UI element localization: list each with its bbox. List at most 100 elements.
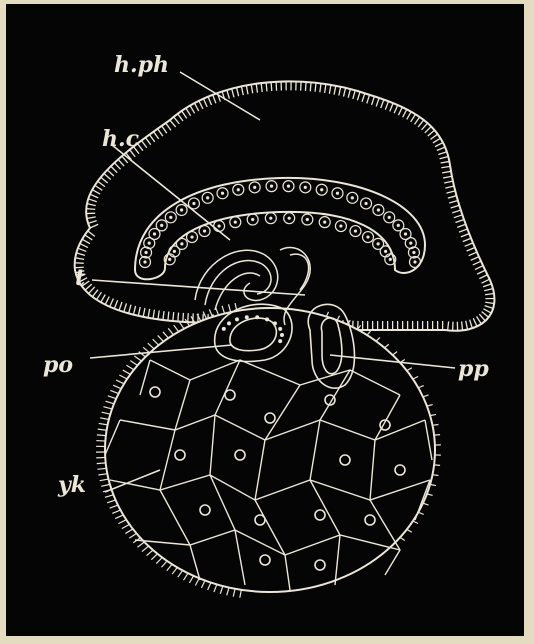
cell-nucleus (287, 185, 290, 188)
cell-nucleus (366, 235, 369, 238)
cilium (161, 561, 167, 567)
cilium (112, 510, 120, 513)
cell-nucleus (221, 192, 224, 195)
cilium (126, 365, 133, 370)
label-t: t (75, 265, 85, 291)
cell-nucleus (144, 251, 147, 254)
cilium (393, 352, 397, 355)
cilium (134, 356, 141, 361)
cilium (148, 343, 154, 349)
cell-nucleus (255, 315, 259, 319)
cilium (97, 435, 106, 436)
cell-nucleus (306, 218, 309, 221)
cilium (423, 503, 429, 505)
cilium (167, 564, 172, 570)
cilium (305, 82, 306, 91)
cilium (86, 209, 95, 210)
cell-nucleus (377, 208, 380, 211)
cell-nucleus (364, 202, 367, 205)
cilium (153, 339, 159, 345)
cilium (105, 401, 114, 404)
cilium (418, 386, 423, 388)
cell-nucleus (245, 315, 249, 319)
cell-nucleus (384, 250, 387, 253)
cilium (116, 380, 124, 384)
cell-nucleus (404, 232, 407, 235)
cilium (115, 515, 123, 519)
cilium (413, 377, 418, 380)
cilium (240, 590, 242, 598)
cell-nucleus (234, 221, 237, 224)
cell-nucleus (409, 241, 412, 244)
cilium (174, 325, 179, 332)
cell-nucleus (389, 258, 392, 261)
cilium (310, 82, 311, 91)
cell-nucleus (190, 235, 193, 238)
cilium (102, 412, 111, 414)
cilium (413, 521, 418, 524)
cilium (96, 441, 105, 442)
cell-nucleus (278, 339, 282, 343)
cilium (208, 583, 211, 590)
cilium (220, 586, 223, 594)
cilium (227, 588, 229, 596)
cilium (129, 533, 136, 538)
cilium (156, 557, 162, 563)
cilium (137, 542, 144, 547)
cilium (407, 529, 412, 532)
cilium (178, 570, 183, 577)
cilium (367, 331, 371, 335)
cell-nucleus (412, 251, 415, 254)
label-pp: pp (458, 356, 489, 382)
cilium (183, 313, 184, 322)
cell-nucleus (235, 317, 239, 321)
cell-nucleus (206, 196, 209, 199)
cilium (173, 312, 174, 321)
cell-nucleus (227, 321, 231, 325)
cilium (385, 344, 389, 348)
cell-nucleus (354, 229, 357, 232)
cell-nucleus (237, 188, 240, 191)
cilium (233, 589, 235, 597)
cell-nucleus (323, 221, 326, 224)
label-hc: h.c (102, 126, 140, 152)
cell-nucleus (253, 186, 256, 189)
cell-nucleus (251, 218, 254, 221)
cilium (400, 537, 405, 540)
cilium (201, 581, 205, 588)
cilium (142, 546, 149, 551)
cell-nucleus (173, 250, 176, 253)
cell-nucleus (168, 258, 171, 261)
cilium (427, 494, 433, 496)
cilium (195, 578, 199, 585)
cilium (123, 370, 131, 374)
cilium (130, 361, 137, 366)
cilium (179, 322, 184, 329)
cilium (119, 375, 127, 379)
cilium (430, 484, 436, 485)
cilium (214, 584, 217, 592)
cilium (423, 395, 429, 397)
cilium (172, 567, 177, 574)
cell-nucleus (397, 224, 400, 227)
cell-nucleus (339, 224, 342, 227)
cilium (101, 484, 110, 486)
cilium (99, 423, 108, 424)
cell-nucleus (169, 216, 172, 219)
label-po: po (43, 352, 73, 378)
cilium (98, 474, 107, 475)
cilium (75, 263, 84, 264)
cilium (110, 505, 118, 508)
cell-nucleus (273, 321, 277, 325)
cilium (168, 328, 173, 334)
cell-nucleus (203, 229, 206, 232)
cilium (100, 418, 109, 420)
cilium (434, 435, 440, 436)
cell-nucleus (336, 192, 339, 195)
cell-nucleus (280, 333, 284, 337)
cilium (113, 385, 121, 388)
cilium (189, 576, 193, 583)
cilium (178, 313, 179, 322)
